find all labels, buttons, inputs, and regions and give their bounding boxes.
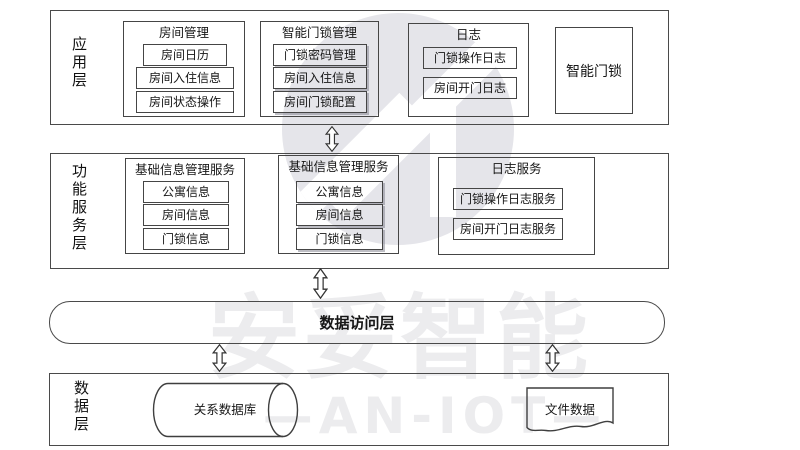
watermark-en-text: —AN-IOT— — [262, 387, 608, 445]
data-layer-box — [49, 373, 669, 446]
node-lock-password-management: 门锁密码管理 — [273, 44, 367, 66]
data-layer-label: 数据层 — [72, 380, 90, 434]
application-layer-box — [50, 10, 669, 125]
application-layer-label: 应用层 — [70, 36, 88, 90]
node-lock-info-1: 门锁信息 — [143, 228, 229, 250]
group-room-management: 房间管理 房间日历 房间入住信息 房间状态操作 — [123, 21, 245, 117]
double-arrow-icon — [325, 126, 339, 152]
node-file-data: 文件数据 — [544, 402, 595, 417]
service-layer-box — [50, 153, 669, 269]
node-lock-operation-log: 门锁操作日志 — [423, 47, 517, 69]
node-apartment-info-1: 公寓信息 — [143, 181, 229, 203]
node-room-door-log-service: 房间开门日志服务 — [453, 218, 563, 240]
node-room-lock-config: 房间门锁配置 — [273, 91, 367, 113]
node-relational-database: 关系数据库 — [193, 402, 257, 417]
document-icon — [526, 387, 614, 432]
data-access-layer: 数据访问层 — [49, 301, 665, 344]
double-arrow-icon — [212, 344, 227, 372]
group-title: 基础信息管理服务 — [134, 162, 235, 177]
group-title: 房间管理 — [158, 25, 209, 40]
node-room-info-2: 房间信息 — [296, 204, 383, 226]
watermark-zh-text: 安妥智能 — [207, 285, 592, 392]
group-title: 日志 — [455, 27, 481, 42]
node-smart-lock: 智能门锁 — [555, 27, 633, 114]
node-room-calendar: 房间日历 — [143, 44, 227, 66]
node-lock-info-2: 门锁信息 — [296, 228, 383, 250]
group-log: 日志 门锁操作日志 房间开门日志 — [408, 23, 529, 117]
node-apartment-info-2: 公寓信息 — [296, 181, 383, 203]
double-arrow-icon — [313, 268, 328, 299]
service-layer-label: 功能服务层 — [70, 163, 88, 253]
cylinder-icon — [152, 382, 299, 438]
node-room-checkin-info-2: 房间入住信息 — [273, 67, 367, 89]
node-room-checkin-info: 房间入住信息 — [136, 67, 234, 89]
group-basic-info-service-2: 基础信息管理服务 公寓信息 房间信息 门锁信息 — [278, 155, 399, 254]
double-arrow-icon — [545, 344, 560, 372]
group-title: 日志服务 — [491, 161, 542, 176]
node-room-status-ops: 房间状态操作 — [136, 91, 234, 113]
group-title: 智能门锁管理 — [281, 25, 357, 40]
node-room-door-log: 房间开门日志 — [423, 77, 517, 99]
node-lock-operation-log-service: 门锁操作日志服务 — [453, 188, 563, 210]
group-log-service: 日志服务 门锁操作日志服务 房间开门日志服务 — [438, 157, 595, 255]
group-title: 基础信息管理服务 — [288, 159, 389, 174]
group-basic-info-service-1: 基础信息管理服务 公寓信息 房间信息 门锁信息 — [125, 158, 245, 254]
group-smart-lock-management: 智能门锁管理 门锁密码管理 房间入住信息 房间门锁配置 — [260, 21, 379, 117]
node-room-info-1: 房间信息 — [143, 204, 229, 226]
